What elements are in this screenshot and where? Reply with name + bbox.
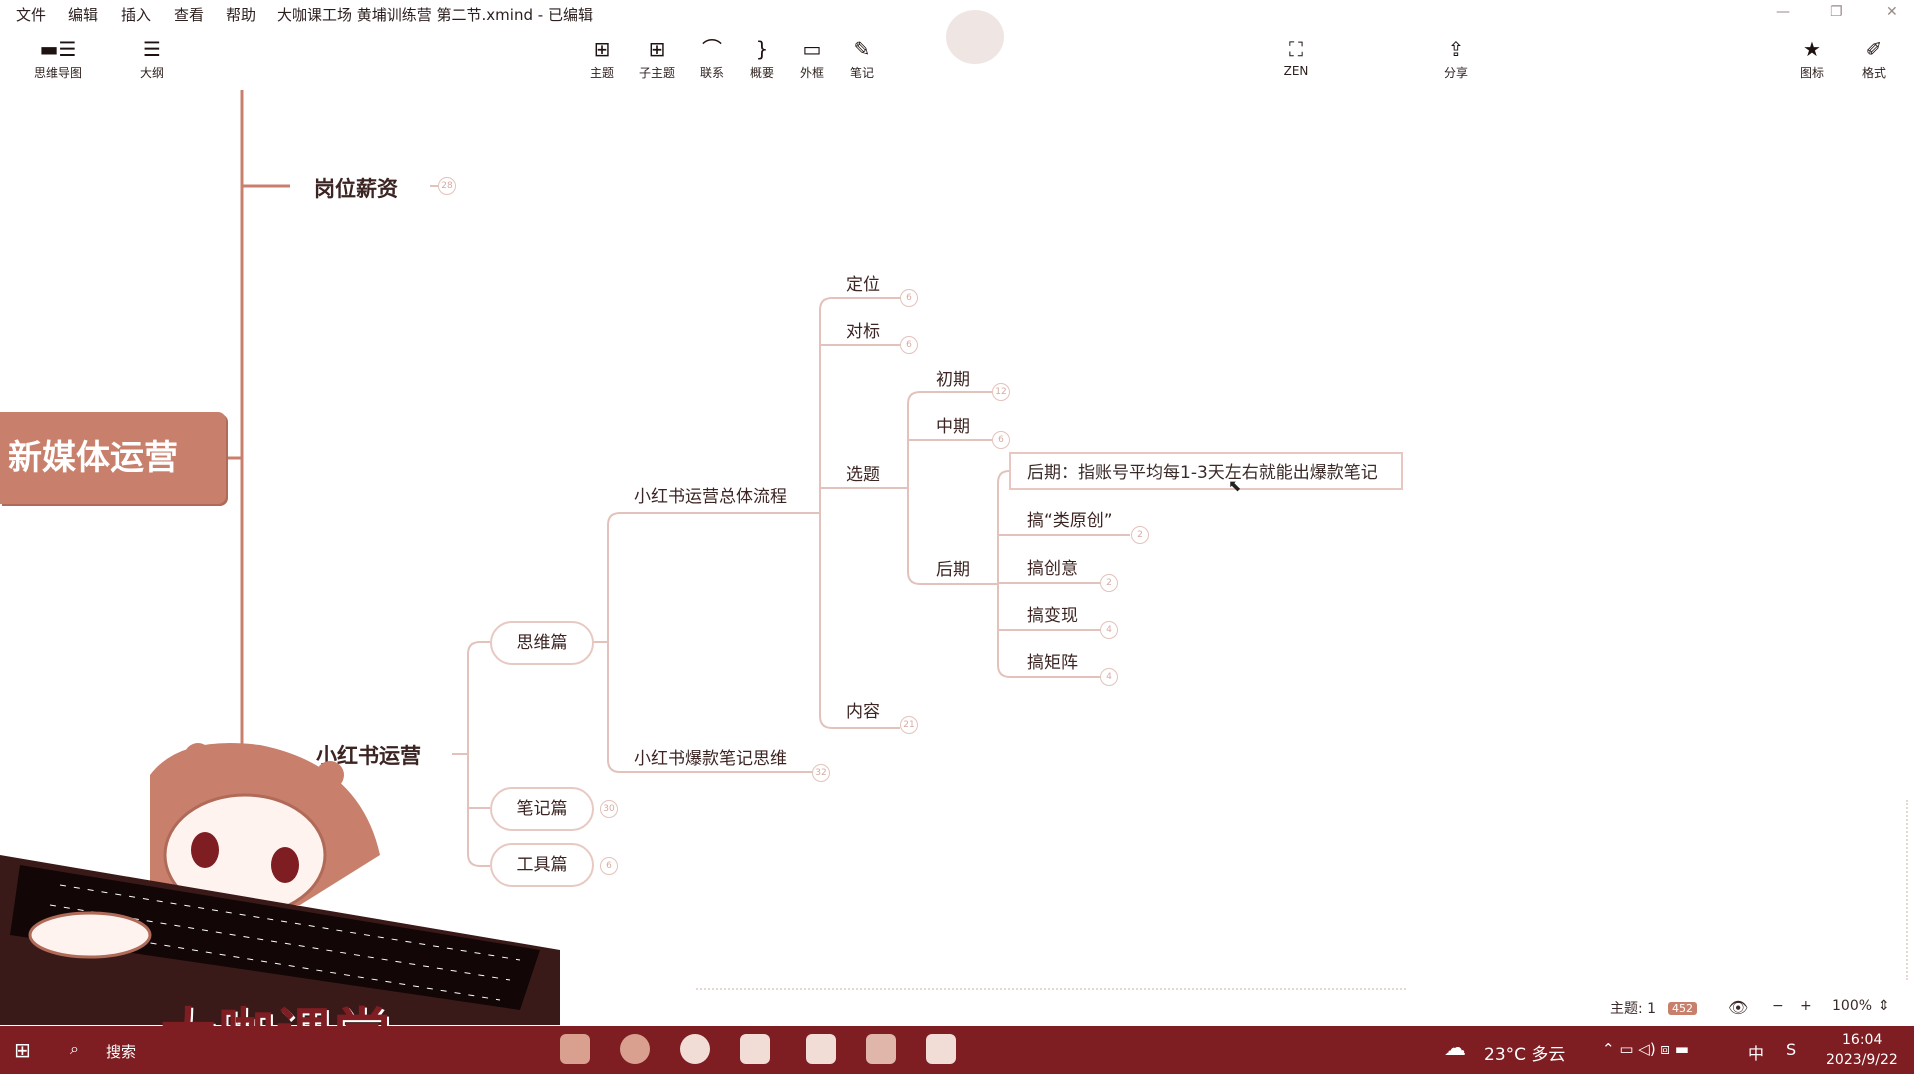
weather-text[interactable]: 23°C 多云 xyxy=(1484,1045,1566,1065)
root-topic[interactable]: 新媒体运营 xyxy=(0,412,226,504)
menu-edit[interactable]: 编辑 xyxy=(68,6,99,24)
mindmap-view-button[interactable]: ▬☰ 思维导图 xyxy=(26,36,90,81)
topic-count-label: 主题: 1 xyxy=(1610,1001,1657,1017)
app-icon-7[interactable] xyxy=(926,1034,956,1064)
clock-date[interactable]: 2023/9/22 xyxy=(1826,1052,1898,1068)
selected-topic-late-definition[interactable]: 后期：指账号平均每1-3天左右就能出爆款笔记 xyxy=(1009,452,1403,490)
share-icon: ⇪ xyxy=(1447,37,1465,61)
zoom-level[interactable]: 100% xyxy=(1832,998,1873,1014)
summary-icon: } xyxy=(755,37,769,61)
mascot-overlay-image xyxy=(0,743,560,1025)
windows-taskbar: ⊞ ⌕ 搜索 ☁ 23°C 多云 ⌃ ▭ ◁) ⧈ ▬ 中 S 16:04 20… xyxy=(0,1026,1914,1074)
icon-panel-button[interactable]: ★ 图标 xyxy=(1780,36,1844,81)
menu-bar: 文件 编辑 插入 查看 帮助 大咖课工场 黄埔训练营 第二节.xmind - 已… xyxy=(0,0,1914,26)
topic-benchmark[interactable]: 对标 xyxy=(846,322,880,342)
topic-salary[interactable]: 岗位薪资 xyxy=(314,177,398,201)
topic-late-stage[interactable]: 后期 xyxy=(936,560,970,580)
app-icon-1[interactable] xyxy=(560,1034,590,1064)
menu-view[interactable]: 查看 xyxy=(174,6,205,24)
topic-monetization[interactable]: 搞变现 xyxy=(1027,606,1078,626)
topic-matrix[interactable]: 搞矩阵 xyxy=(1027,653,1078,673)
topic-count-badge[interactable]: 6 xyxy=(900,336,918,354)
menu-help[interactable]: 帮助 xyxy=(226,6,257,24)
topic-early-stage[interactable]: 初期 xyxy=(936,370,970,390)
weather-cloud-icon: ☁ xyxy=(1444,1036,1466,1061)
topic-thinking[interactable]: 思维篇 xyxy=(490,621,594,665)
app-icon-5[interactable] xyxy=(806,1034,836,1064)
eye-icon[interactable]: 👁 xyxy=(1728,998,1749,1017)
topic-content[interactable]: 内容 xyxy=(846,702,880,722)
clock-time[interactable]: 16:04 xyxy=(1842,1032,1883,1048)
menu-file[interactable]: 文件 xyxy=(16,6,47,24)
sogou-icon[interactable]: S xyxy=(1786,1040,1797,1059)
topic-quasi-original[interactable]: 搞“类原创” xyxy=(1027,511,1113,531)
format-panel-button[interactable]: ✐ 格式 xyxy=(1842,36,1906,81)
zoom-in-button[interactable]: + xyxy=(1800,998,1812,1014)
app-logo-icon xyxy=(946,10,1004,64)
topic-count-badge[interactable]: 6 xyxy=(900,289,918,307)
note-icon: ✎ xyxy=(853,37,871,61)
total-topics-badge: 452 xyxy=(1668,1002,1697,1015)
topic-count-badge[interactable]: 32 xyxy=(812,764,830,782)
topic-count-badge[interactable]: 2 xyxy=(1100,574,1118,592)
share-button[interactable]: ⇪ 分享 xyxy=(1424,36,1488,81)
menu-insert[interactable]: 插入 xyxy=(121,6,152,24)
search-icon[interactable]: ⌕ xyxy=(70,1039,79,1058)
boundary-icon: ▭ xyxy=(802,37,822,61)
outline-view-icon: ☰ xyxy=(143,37,161,61)
mindmap-view-icon: ▬☰ xyxy=(39,37,77,61)
topic-hit-note-thinking[interactable]: 小红书爆款笔记思维 xyxy=(634,749,787,769)
mouse-cursor-icon: ⬉ xyxy=(1228,476,1242,495)
topic-count-badge[interactable]: 12 xyxy=(992,383,1010,401)
topic-tools[interactable]: 工具篇 xyxy=(490,843,594,887)
star-icon: ★ xyxy=(1803,37,1821,61)
topic-count-badge[interactable]: 28 xyxy=(438,177,456,195)
taskbar-search[interactable]: 搜索 xyxy=(106,1043,137,1061)
topic-count-badge[interactable]: 21 xyxy=(900,716,918,734)
app-icon-4[interactable] xyxy=(740,1034,770,1064)
topic-count-badge[interactable]: 30 xyxy=(600,800,618,818)
subtopic-icon: ⊞ xyxy=(648,37,666,61)
app-icon-3[interactable] xyxy=(680,1034,710,1064)
topic-count-badge[interactable]: 4 xyxy=(1100,621,1118,639)
topic-count-badge[interactable]: 6 xyxy=(600,857,618,875)
close-button[interactable]: ✕ xyxy=(1886,4,1898,20)
topic-button[interactable]: ⊞ 主题 xyxy=(570,36,634,81)
topic-mid-stage[interactable]: 中期 xyxy=(936,417,970,437)
app-icon-2[interactable] xyxy=(620,1034,650,1064)
zoom-stepper-icon[interactable]: ⇕ xyxy=(1878,998,1890,1014)
horizontal-scrollbar[interactable] xyxy=(696,988,1406,994)
topic-creativity[interactable]: 搞创意 xyxy=(1027,559,1078,579)
summary-button[interactable]: } 概要 xyxy=(730,36,794,81)
restore-button[interactable]: ❐ xyxy=(1830,4,1843,20)
ime-indicator[interactable]: 中 xyxy=(1748,1044,1765,1063)
topic-count-badge[interactable]: 2 xyxy=(1131,526,1149,544)
relationship-icon: ⌒ xyxy=(702,37,722,61)
note-button[interactable]: ✎ 笔记 xyxy=(830,36,894,81)
vertical-scrollbar[interactable] xyxy=(1906,800,1912,980)
topic-notes[interactable]: 笔记篇 xyxy=(490,787,594,831)
window-title: 大咖课工场 黄埔训练营 第二节.xmind - 已编辑 xyxy=(277,6,593,24)
app-icon-6[interactable] xyxy=(866,1034,896,1064)
zen-mode-icon: ⛶ xyxy=(1289,37,1303,61)
minimize-button[interactable]: — xyxy=(1776,4,1790,20)
topic-count-badge[interactable]: 6 xyxy=(992,431,1010,449)
topic-icon: ⊞ xyxy=(593,37,611,61)
boundary-button[interactable]: ▭ 外框 xyxy=(780,36,844,81)
zen-mode-button[interactable]: ⛶ ZEN xyxy=(1264,36,1328,78)
zoom-out-button[interactable]: − xyxy=(1772,998,1784,1014)
topic-count-badge[interactable]: 4 xyxy=(1100,668,1118,686)
tray-icons[interactable]: ⌃ ▭ ◁) ⧈ ▬ xyxy=(1602,1040,1689,1058)
windows-start-icon[interactable]: ⊞ xyxy=(14,1038,31,1062)
subtopic-button[interactable]: ⊞ 子主题 xyxy=(625,36,689,81)
format-brush-icon: ✐ xyxy=(1865,37,1883,61)
topic-topic-selection[interactable]: 选题 xyxy=(846,465,880,485)
topic-overall-process[interactable]: 小红书运营总体流程 xyxy=(634,487,787,507)
outline-view-button[interactable]: ☰ 大纲 xyxy=(120,36,184,81)
topic-positioning[interactable]: 定位 xyxy=(846,275,880,295)
relationship-button[interactable]: ⌒ 联系 xyxy=(680,36,744,81)
